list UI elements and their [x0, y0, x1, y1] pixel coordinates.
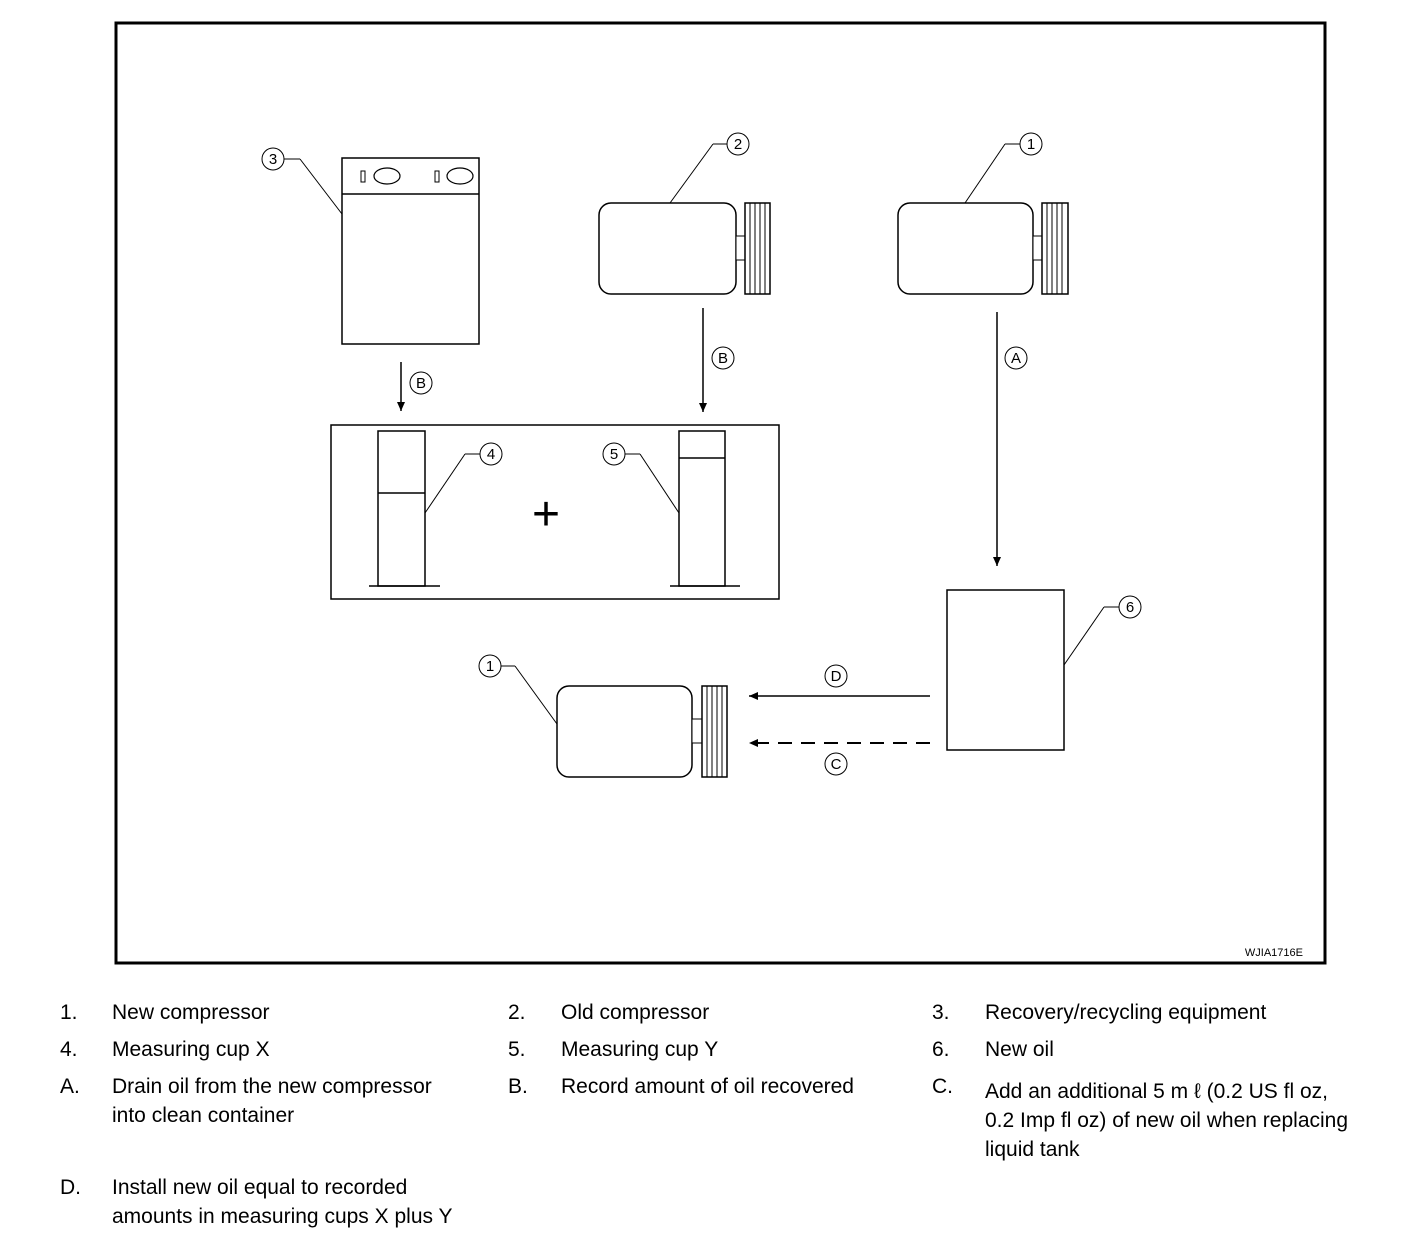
measuring-cup-y — [670, 430, 740, 587]
step-d-label: D — [831, 668, 842, 685]
plus-sign: + — [532, 488, 560, 541]
recovery-recycling-equipment — [341, 157, 480, 345]
callout-4-label: 4 — [487, 446, 495, 463]
legend-text-line3: liquid tank — [985, 1138, 1080, 1161]
legend-key: B. — [508, 1075, 528, 1098]
legend-text: Record amount of oil recovered — [561, 1075, 854, 1098]
step-b-left-label: B — [416, 375, 426, 392]
legend-key: 1. — [60, 1001, 78, 1024]
legend-text: New oil — [985, 1038, 1054, 1061]
callout-1-bottom: 1 — [478, 654, 558, 725]
legend-key: 6. — [932, 1038, 950, 1061]
measuring-cup-x — [369, 430, 440, 587]
callout-5: 5 — [602, 442, 680, 514]
arrow-b-left: B — [397, 362, 433, 411]
new-compressor-top — [897, 202, 1069, 295]
callout-4: 4 — [424, 442, 503, 514]
legend-text-line2: amounts in measuring cups X plus Y — [112, 1205, 453, 1228]
new-oil-container — [946, 589, 1065, 751]
legend-text: Measuring cup Y — [561, 1038, 719, 1061]
legend-key: D. — [60, 1176, 81, 1199]
legend-text: New compressor — [112, 1001, 270, 1024]
old-compressor — [598, 202, 771, 295]
legend-key: 5. — [508, 1038, 526, 1061]
callout-5-label: 5 — [610, 446, 618, 463]
arrow-d: D — [749, 664, 930, 700]
legend-text: Measuring cup X — [112, 1038, 270, 1061]
callout-1-top-label: 1 — [1027, 136, 1035, 153]
legend-text: Drain oil from the new compressor — [112, 1075, 432, 1098]
legend-text: Recovery/recycling equipment — [985, 1001, 1267, 1024]
figure-frame — [114, 21, 1327, 965]
callout-3: 3 — [261, 147, 343, 215]
step-a-label: A — [1011, 350, 1021, 367]
callout-2: 2 — [669, 132, 750, 204]
legend-text-line2: into clean container — [112, 1104, 295, 1127]
callout-1-top: 1 — [964, 132, 1043, 204]
callout-3-label: 3 — [269, 151, 277, 168]
callout-1-bottom-label: 1 — [486, 658, 494, 675]
arrow-c: C — [749, 739, 930, 776]
figure-code: WJIA1716E — [1245, 947, 1303, 959]
legend-text: Install new oil equal to recorded — [112, 1176, 408, 1199]
callout-2-label: 2 — [734, 136, 742, 153]
step-c-label: C — [831, 756, 842, 773]
legend-text-line2: 0.2 Imp fl oz) of new oil when replacing — [985, 1109, 1349, 1132]
arrow-b-right: B — [699, 308, 735, 412]
legend-text: Add an additional 5 m ℓ (0.2 US fl oz, — [985, 1080, 1328, 1103]
arrow-a: A — [993, 312, 1028, 566]
step-b-right-label: B — [718, 350, 728, 367]
new-compressor-bottom — [556, 685, 728, 778]
callout-6-label: 6 — [1126, 599, 1134, 616]
legend-key: 4. — [60, 1038, 78, 1061]
legend-key: A. — [60, 1075, 80, 1098]
legend-text: Old compressor — [561, 1001, 710, 1024]
legend-key: C. — [932, 1075, 953, 1098]
legend-key: 2. — [508, 1001, 526, 1024]
legend-key: 3. — [932, 1001, 950, 1024]
callout-6: 6 — [1063, 595, 1142, 666]
